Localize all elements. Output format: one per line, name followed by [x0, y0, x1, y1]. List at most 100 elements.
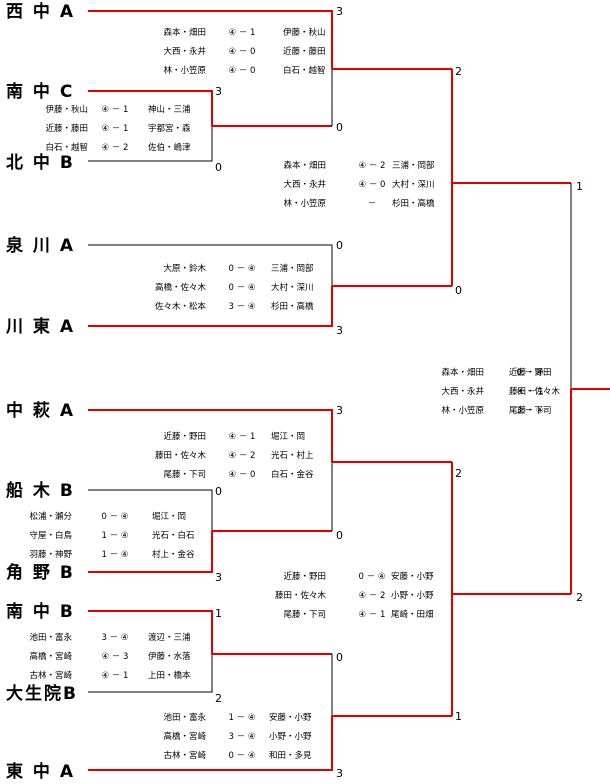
team-name: 川 東 A — [5, 316, 75, 337]
score-label: 1 — [455, 710, 462, 723]
bracket-line-loss — [88, 489, 213, 531]
match-right-pair: 堀江・岡 — [271, 432, 305, 442]
match-left-pair: 大西・永井 — [163, 46, 206, 57]
match-left-pair: 羽藤・神野 — [29, 549, 72, 560]
match-right-pair: 和田・多見 — [269, 750, 312, 761]
match-score: 3 － ④ — [517, 406, 544, 416]
match-score: － — [368, 199, 377, 209]
match-right-pair: 宇都宮・森 — [148, 123, 191, 134]
match-right-pair: 渡辺・三浦 — [148, 632, 191, 643]
bracket-line-win — [88, 531, 213, 573]
team-name: 東 中 A — [6, 761, 75, 782]
match-right-pair: 神山・三浦 — [148, 104, 191, 115]
score-label: 0 — [455, 284, 462, 297]
match-score: ④ － 0 — [359, 180, 386, 190]
score-label: 0 — [336, 651, 343, 664]
score-label: 0 — [336, 121, 343, 134]
match-left-pair: 古林・宮崎 — [163, 750, 206, 761]
match-left-pair: 森本・畑田 — [163, 27, 206, 38]
match-right-pair: 安藤・小野 — [269, 712, 312, 723]
match-left-pair: 松浦・瀬分 — [29, 511, 72, 522]
match-score: ④ － 0 — [229, 470, 256, 480]
match-score: 0 － ④ — [229, 264, 256, 274]
score-label: 1 — [215, 607, 222, 620]
match-score: ④ － 2 — [359, 591, 386, 601]
match-right-pair: 近藤・藤田 — [283, 46, 326, 57]
match-left-pair: 森本・畑田 — [283, 160, 326, 171]
match-score: ④ － 1 — [229, 432, 256, 442]
match-right-pair: 大村・深川 — [271, 282, 314, 293]
score-label: 2 — [576, 591, 583, 604]
match-left-pair: 藤田・佐々木 — [155, 450, 207, 461]
match-score: ④ － 0 — [229, 66, 256, 76]
match-right-pair: 光石・村上 — [271, 450, 314, 461]
score-label: 2 — [215, 692, 222, 705]
score-label: 2 — [455, 467, 462, 480]
match-left-pair: 大西・永井 — [441, 386, 484, 397]
bracket-line-win — [88, 90, 213, 126]
match-left-pair: 林・小笠原 — [283, 198, 326, 209]
bracket-line-win — [88, 716, 333, 771]
bracket-line-loss — [88, 654, 213, 693]
score-label: 3 — [336, 404, 343, 417]
match-score: ④ － 1 — [517, 387, 544, 397]
match-left-pair: 伊藤・秋山 — [45, 104, 88, 115]
team-name: 船 木 B — [6, 480, 75, 501]
match-score: 1 － ④ — [102, 550, 129, 560]
match-score: 3 － ④ — [229, 732, 256, 742]
match-score: ④ － 0 — [229, 47, 256, 57]
bracket-line-win — [88, 10, 333, 69]
team-name: 大生院B — [6, 683, 78, 704]
match-left-pair: 高橋・宮崎 — [163, 731, 206, 742]
match-right-pair: 白石・越智 — [283, 65, 326, 76]
score-label: 1 — [576, 180, 583, 193]
match-right-pair: 小野・小野 — [269, 731, 312, 742]
match-score: ④ － 2 — [359, 161, 386, 171]
bracket-line-win — [88, 610, 213, 654]
score-label: 3 — [336, 767, 343, 780]
match-left-pair: 森本・畑田 — [441, 367, 484, 378]
match-left-pair: 近藤・藤田 — [45, 123, 88, 134]
match-score: 0 － ④ — [102, 512, 129, 522]
match-right-pair: 三浦・岡部 — [392, 160, 435, 171]
match-right-pair: 藤田・佐々木 — [509, 386, 561, 397]
match-right-pair: 上田・橋本 — [148, 670, 191, 681]
match-right-pair: 伊藤・秋山 — [283, 27, 326, 38]
score-label: 3 — [215, 571, 222, 584]
match-score: ④ － 1 — [102, 124, 129, 134]
match-score: ④ － 1 — [102, 105, 129, 115]
match-left-pair: 大原・鈴木 — [163, 263, 206, 274]
match-right-pair: 安藤・小野 — [391, 571, 434, 582]
bracket-line-loss — [88, 244, 333, 286]
team-name: 角 野 B — [6, 562, 75, 583]
match-right-pair: 三浦・岡部 — [271, 263, 314, 274]
match-right-pair: 佐伯・嶋津 — [148, 142, 191, 153]
match-score: ④ － 3 — [102, 652, 129, 662]
match-score: 1 － ④ — [229, 713, 256, 723]
match-right-pair: 尾藤・下司 — [509, 405, 552, 416]
match-left-pair: 尾藤・下司 — [163, 469, 206, 480]
match-score: ④ － 1 — [229, 28, 256, 38]
match-score: 0 － ④ — [359, 572, 386, 582]
match-score: 0 － ④ — [229, 283, 256, 293]
match-left-pair: 近藤・野田 — [163, 431, 206, 442]
team-name: 北 中 B — [6, 152, 75, 173]
match-left-pair: 近藤・野田 — [283, 571, 326, 582]
bracket-line-win — [88, 409, 333, 462]
match-left-pair: 守屋・白鳥 — [29, 530, 72, 541]
match-right-pair: 光石・白石 — [152, 530, 195, 541]
match-right-pair: 村上・金谷 — [152, 549, 195, 560]
match-score: ④ － 1 — [102, 671, 129, 681]
match-score: 0 － ④ — [229, 751, 256, 761]
match-right-pair: 小野・小野 — [391, 590, 434, 601]
match-right-pair: 杉田・高橋 — [271, 301, 314, 312]
bracket-lines — [88, 10, 610, 771]
